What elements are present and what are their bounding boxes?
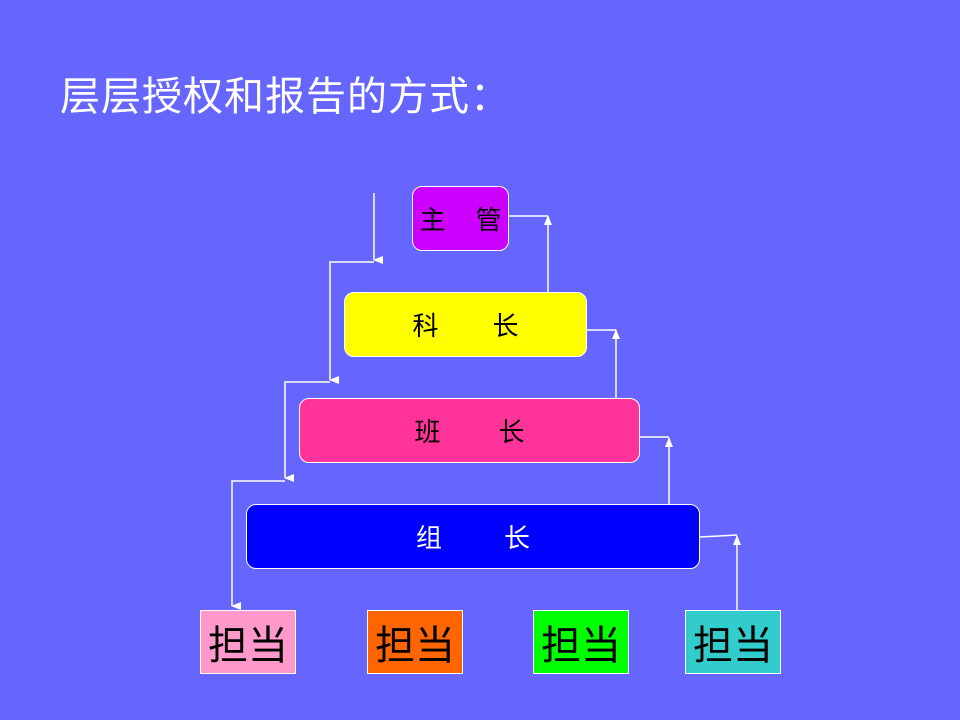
supervisor-char-1: 主: [419, 206, 446, 236]
team-leader-char-2: 长: [498, 418, 525, 448]
supervisor-box: 主 管: [412, 186, 509, 251]
section-chief-box: 科 长: [344, 292, 587, 357]
authorize-arrow-4: [231, 480, 285, 610]
worker-box-3: 担当: [533, 610, 629, 674]
group-leader-box: 组 长: [246, 504, 700, 569]
team-leader-char-1: 班: [414, 418, 441, 448]
team-leader-box: 班 长: [299, 398, 640, 463]
section-chief-char-1: 科: [412, 312, 439, 342]
authorize-arrow-3: [284, 381, 330, 482]
section-chief-char-2: 长: [492, 312, 519, 342]
group-leader-char-2: 长: [504, 524, 531, 554]
supervisor-char-2: 管: [475, 206, 502, 236]
worker-box-4: 担当: [685, 610, 781, 674]
authorize-arrow-2: [329, 261, 374, 384]
worker-box-2: 担当: [367, 610, 463, 674]
group-leader-char-1: 组: [415, 524, 442, 554]
slide-title: 层层授权和报告的方式：: [60, 74, 511, 120]
worker-box-1: 担当: [200, 610, 296, 674]
